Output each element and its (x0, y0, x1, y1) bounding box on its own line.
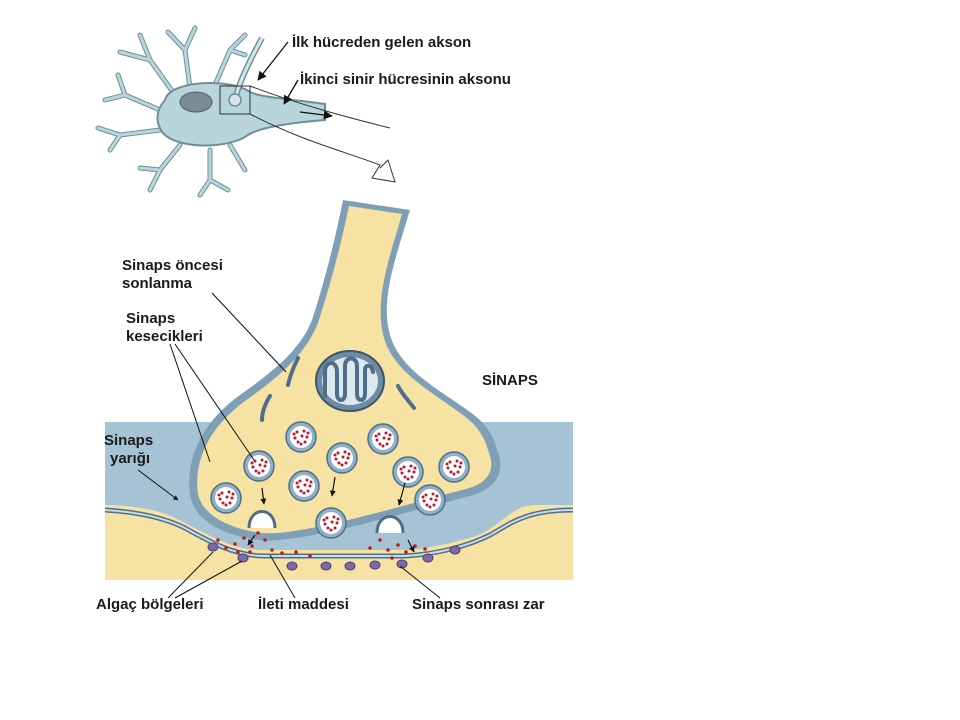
ikinci-akson-arrow (283, 79, 299, 105)
receptor (449, 545, 461, 555)
transmitter-molecule (263, 538, 267, 542)
label-yarik-2: yarığı (110, 450, 150, 467)
label-algac: Algaç bölgeleri (96, 596, 204, 613)
transmitter-molecule (390, 556, 394, 560)
transmitter-molecule (396, 543, 400, 547)
transmitter-molecule (413, 544, 417, 548)
transmitter-molecule (216, 538, 220, 542)
leader-lines (137, 292, 441, 599)
zoom-box (219, 85, 251, 115)
label-ikinci-akson: İkinci sinir hücresinin aksonu (300, 71, 511, 88)
fusing-vesicle (247, 510, 277, 529)
label-sinaps-oncesi: Sinaps öncesi (122, 257, 223, 274)
transmitter-molecule (270, 548, 274, 552)
vesicle (392, 456, 424, 488)
fusing-vesicle (375, 515, 405, 534)
transmitter-molecule (280, 551, 284, 555)
receptor (369, 560, 381, 570)
receptor (207, 542, 219, 552)
vesicle (414, 484, 446, 516)
vesicle (326, 442, 358, 474)
transmitter-molecule (386, 548, 390, 552)
label-kesecikler-1: Sinaps (126, 310, 175, 327)
receptor-sites (207, 542, 461, 571)
transmitter-molecule (294, 550, 298, 554)
receptor (286, 561, 298, 571)
receptor (422, 553, 434, 563)
vesicle (288, 470, 320, 502)
axon-direction-arrow (299, 110, 333, 120)
transmitter-molecule (242, 536, 246, 540)
vesicle (210, 482, 242, 514)
er-fragment (260, 394, 272, 422)
label-ilk-akson: İlk hücreden gelen akson (292, 34, 471, 51)
transmitter-molecule (236, 550, 240, 554)
transmitter-molecule (224, 546, 228, 550)
vesicle (438, 451, 470, 483)
release-arrows (247, 476, 415, 553)
transmitter-molecule (404, 550, 408, 554)
transmitter-molecule (378, 538, 382, 542)
transmitter-molecule (233, 542, 237, 546)
synaptic-vesicles (210, 421, 470, 539)
nucleus (179, 91, 213, 113)
neuron-cell (95, 25, 396, 198)
er-fragment (396, 384, 416, 410)
zoom-outline-arrow (249, 113, 396, 183)
transmitter-molecule (423, 547, 427, 551)
label-sonlanma: sonlanma (122, 275, 193, 292)
transmitter-molecule (250, 544, 254, 548)
receptor (344, 561, 356, 571)
label-sonrasi-zar: Sinaps sonrası zar (412, 596, 545, 613)
mitochondrion (315, 350, 385, 412)
vesicle (315, 507, 347, 539)
label-yarik-1: Sinaps (104, 432, 153, 449)
label-ileti: İleti maddesi (258, 596, 349, 613)
neurotransmitter-dots (216, 531, 427, 560)
label-sinaps-title: SİNAPS (482, 372, 538, 389)
vesicle (367, 423, 399, 455)
transmitter-molecule (368, 546, 372, 550)
label-kesecikler-2: kesecikleri (126, 328, 203, 345)
transmitter-molecule (248, 550, 252, 554)
er-fragment (286, 356, 300, 387)
receptor (396, 559, 408, 569)
ilk-akson-arrow (257, 41, 289, 81)
receptor (320, 561, 332, 571)
transmitter-molecule (256, 531, 260, 535)
transmitter-molecule (308, 554, 312, 558)
vesicle (285, 421, 317, 453)
vesicle (243, 450, 275, 482)
receptor (237, 553, 249, 563)
